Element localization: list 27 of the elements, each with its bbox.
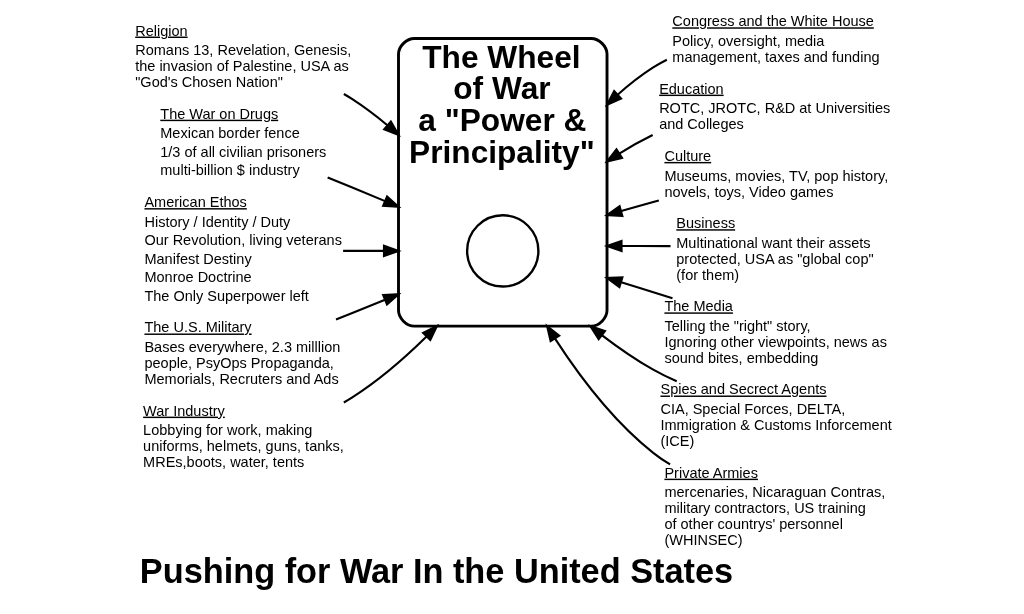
node-text: The War on Drugs Mexican border fence 1/3 of all civilian prisoners multi-billion $ industry — [160, 105, 327, 179]
node-circle — [465, 214, 540, 288]
node-text: Business Multinational want their assets protected, USA as "global cop" (for them) — [676, 215, 874, 283]
node-text: The Media Telling the "right" story, Ignoring other viewpoints, news as sound bites, embedding — [664, 298, 887, 366]
node-text: Education ROTC, JROTC, R&D at Universities and Colleges — [659, 80, 891, 133]
arrow — [545, 323, 671, 466]
node-text: War Industry Lobbying for work, making uniforms, helmets, guns, tanks, MREs,boots, water, tents — [143, 402, 344, 471]
arrow — [603, 276, 673, 300]
arrow — [343, 323, 440, 404]
arrow — [603, 199, 660, 218]
arrow — [604, 58, 668, 107]
arrow — [327, 176, 402, 209]
node-text: Congress and the White House Policy, oversight, media management, taxes and funding — [672, 13, 880, 65]
arrow — [343, 244, 402, 258]
arrow — [603, 239, 671, 253]
node-text: Religion Romans 13, Revelation, Genesis, the invasion of Palestine, USA as "God's Chosen Nation" — [135, 22, 352, 90]
node-text: Culture Museums, movies, TV, pop history, novels, toys, Video games — [664, 147, 889, 200]
arrow — [604, 134, 654, 164]
cluster: The Wheel of War a "Power & Principality" — [397, 37, 609, 328]
node-text: Private Armies mercenaries, Nicaraguan Contras, military contractors, US training of other countrys' personnel (WHINSEC) — [664, 464, 886, 548]
node-text: The U.S. Military Bases everywhere, 2.3 milllion people, PsyOps Propaganda, Memorials, Recruters and Ads — [144, 319, 341, 387]
node-text: Spies and Secrect Agents CIA, Special Forces, DELTA, Immigration & Customs Inforcement (ICE) — [660, 381, 892, 449]
arrow — [587, 324, 678, 383]
arrow — [343, 93, 401, 137]
arrow — [335, 292, 402, 321]
diagram-title: Pushing for War In the United States — [139, 552, 734, 591]
node-text: American Ethos History / Identity / Duty Our Revolution, living veterans Manifest Destiny Monroe Doctrine The Only Superpower left — [144, 194, 342, 304]
